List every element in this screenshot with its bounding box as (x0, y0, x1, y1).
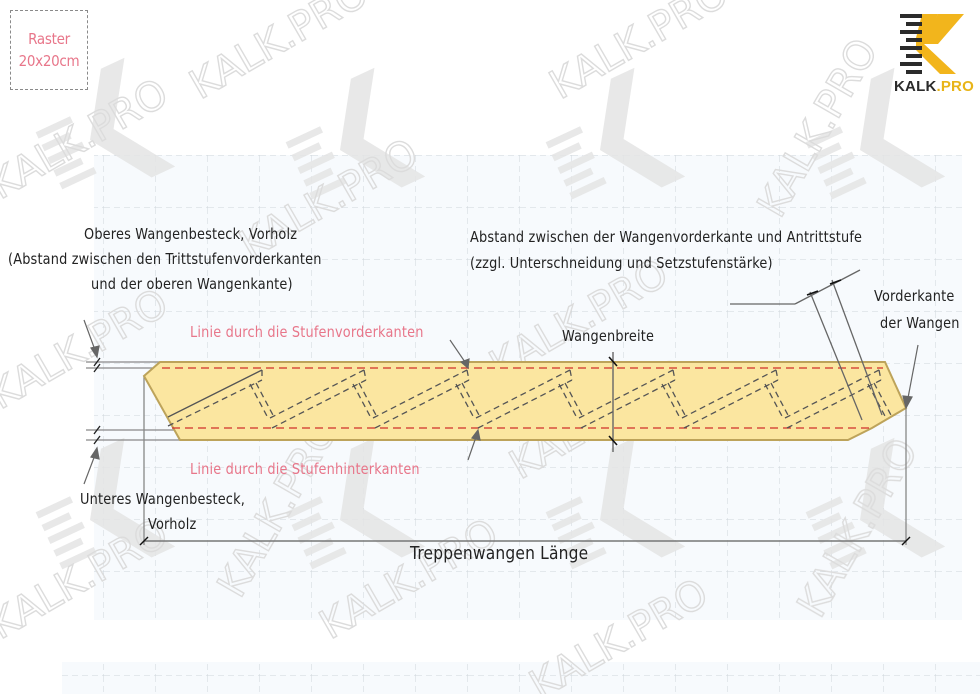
stringer-body (142, 361, 908, 441)
logo-k-icon (900, 14, 964, 74)
upper-vorholz-title: Oberes Wangenbesteck, Vorholz (84, 225, 298, 243)
front-distance-desc: (zzgl. Unterschneidung und Setzstufenstä… (470, 254, 773, 272)
svg-text:KALK.PRO: KALK.PRO (182, 0, 376, 109)
front-edge-label-2: der Wangen (880, 314, 960, 332)
front-edge-label-1: Vorderkante (874, 287, 955, 305)
front-distance-dimension (730, 269, 883, 421)
lower-vorholz-sub: Vorholz (148, 515, 197, 533)
front-edges-line-label: Linie durch die Stufenvorderkanten (190, 323, 424, 341)
back-edges-line-label: Linie durch die Stufenhinterkanten (190, 460, 420, 478)
stringer-width-label: Wangenbreite (562, 327, 655, 345)
raster-legend: Raster 20x20cm (10, 10, 88, 90)
svg-text:KALK.PRO: KALK.PRO (542, 0, 736, 109)
front-distance-title: Abstand zwischen der Wangenvorderkante u… (470, 228, 863, 246)
lower-vorholz-title: Unteres Wangenbesteck, (80, 490, 245, 508)
raster-size: 20x20cm (18, 52, 80, 70)
kalk-pro-logo: KALK.PRO (894, 8, 974, 96)
treads (167, 369, 893, 429)
upper-vorholz-desc-1: (Abstand zwischen den Trittstufenvorderk… (8, 250, 322, 268)
stringer-length-label: Treppenwangen Länge (410, 543, 589, 564)
upper-vorholz-desc-2: und der oberen Wangenkante) (91, 275, 293, 293)
logo-wordmark: KALK.PRO (894, 78, 974, 95)
raster-label: Raster (28, 30, 70, 48)
